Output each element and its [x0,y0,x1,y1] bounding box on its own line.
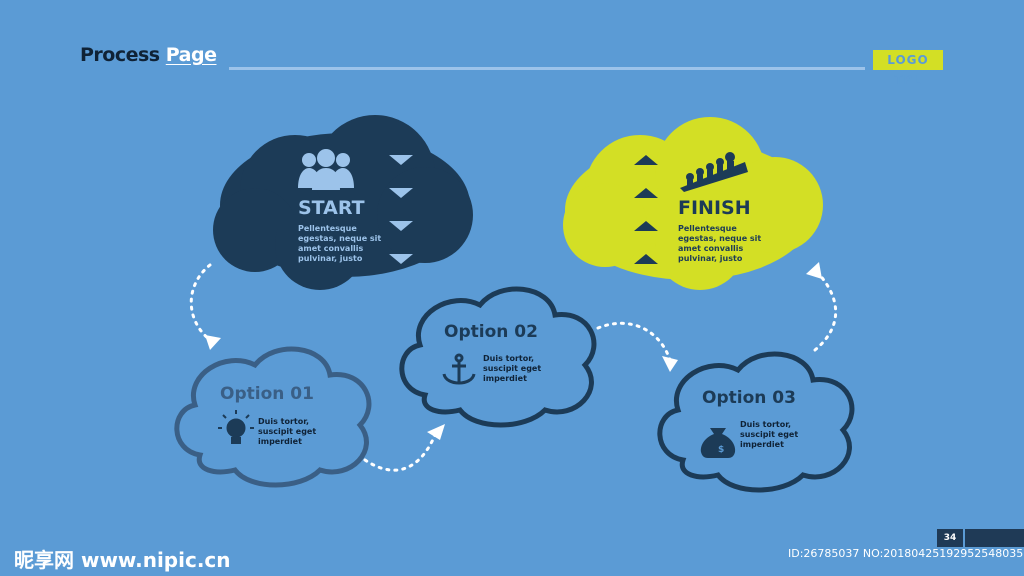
arrowhead-3 [662,356,678,372]
watermark-left: 昵享网 www.nipic.cn [14,548,231,572]
option-03-title: Option 03 [702,388,796,408]
page-title: Process Page [80,44,217,66]
arrowhead-1 [205,335,221,350]
option-01-title: Option 01 [220,384,314,404]
down-arrow-3 [389,221,413,231]
finish-title: FINISH [678,197,751,219]
start-body: Pellentesque egestas, neque sit amet con… [298,224,382,263]
title-part-1: Process [80,44,160,66]
arrowhead-4 [806,262,822,279]
option-03-body: Duis tortor, suscipit eget imperdiet [740,420,799,449]
rising-crowd-icon [680,152,748,192]
money-bag-icon: $ [700,428,736,458]
option-03-cloud [657,351,855,493]
logo: LOGO TPL [873,50,943,87]
option-01-body: Duis tortor, suscipit eget imperdiet [258,417,317,446]
up-arrow-3 [634,221,658,231]
connector-opt3-finish [813,268,838,352]
option-02-title: Option 02 [444,322,538,342]
up-arrow-4 [634,254,658,264]
connector-opt1-opt2 [363,433,437,472]
option-02-cloud [399,286,597,428]
lightbulb-icon [218,410,254,444]
arrowhead-2 [427,424,445,440]
down-arrow-4 [389,254,413,264]
connector-start-opt1 [189,263,212,342]
connector-opt2-opt3 [596,321,672,362]
down-arrow-2 [389,188,413,198]
watermark-right: ID:26785037 NO:20180425192952548035 [788,547,1024,560]
finish-body: Pellentesque egestas, neque sit amet con… [678,224,762,263]
option-01-cloud [174,346,372,488]
up-arrow-1 [634,155,658,165]
finish-cloud [563,117,823,290]
down-arrow-1 [389,155,413,165]
option-02-body: Duis tortor, suscipit eget imperdiet [483,354,542,383]
title-rule [229,67,865,70]
anchor-icon [442,353,476,385]
page-number: 34 [937,529,963,547]
svg-text:$: $ [718,445,724,455]
start-title: START [298,197,365,219]
title-part-2: Page [165,44,217,66]
footer-bar [965,529,1024,547]
people-group-icon [298,149,354,190]
up-arrow-2 [634,188,658,198]
